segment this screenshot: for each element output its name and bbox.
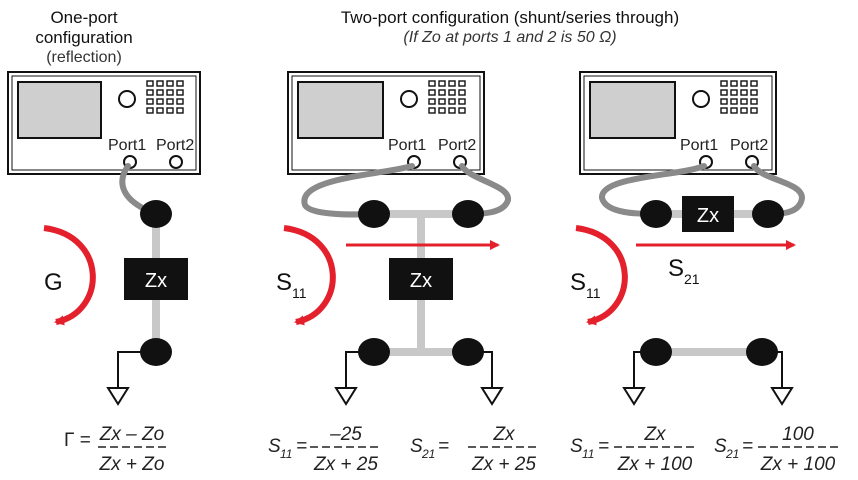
port2-label: Port2 (730, 137, 768, 154)
one-port-title: One-port configuration (35, 8, 133, 47)
ground-symbol (334, 351, 374, 406)
dut-box (389, 258, 453, 300)
formula-denominator: Zx + 25 (313, 454, 378, 475)
network-analyzer: Port1 Port2 (579, 71, 777, 175)
formula-numerator: Zx (643, 424, 667, 445)
formula-numerator: Zx (492, 424, 516, 445)
reflection-arrow (575, 225, 628, 326)
reflection-label: G (44, 269, 63, 296)
formula-lhs: S (570, 436, 583, 457)
ground-symbol (762, 351, 794, 406)
node (140, 200, 172, 228)
formula-numerator: Zx – Zo (99, 424, 164, 445)
ground-symbol (468, 351, 504, 406)
dut-label: Zx (145, 270, 167, 292)
node (640, 200, 672, 228)
two-port-title: Two-port configuration (shunt/series thr… (340, 8, 680, 27)
formula-lhs: Γ = (64, 430, 91, 451)
formula-lhs: S (268, 436, 281, 457)
dut-box (682, 196, 734, 232)
formula-lhs-subscript: 11 (582, 447, 594, 461)
equals-sign: = (598, 436, 609, 457)
formula: Γ = Zx – Zo Zx + Zo (64, 424, 168, 475)
port1-label: Port1 (680, 137, 718, 154)
dut-label: Zx (410, 270, 432, 292)
reflection-arrow (43, 225, 96, 326)
s21-subscript: 21 (684, 271, 700, 287)
network-analyzer: Port1 Port2 (287, 71, 485, 175)
formula-denominator: Zx + 100 (617, 454, 693, 475)
equals-sign: = (296, 436, 307, 457)
panel-series: Port1 Port2 Zx S 11 S 21 S 11 (570, 71, 840, 475)
node (752, 200, 784, 228)
panel-one-port: Port1 Port2 Zx G Γ = Zx – Zo Zx + Zo (7, 71, 201, 475)
two-port-header: Two-port configuration (shunt/series thr… (300, 8, 720, 48)
port1-label: Port1 (108, 137, 146, 154)
dut-box (124, 258, 188, 300)
port2-label: Port2 (156, 137, 194, 154)
formula-lhs: S (714, 436, 727, 457)
formula-numerator: 100 (782, 424, 814, 445)
cable-port1 (301, 163, 415, 218)
reflection-arrow (283, 225, 336, 326)
cable-port1 (599, 163, 707, 217)
dut-label: Zx (697, 205, 719, 227)
network-analyzer: Port1 Port2 (7, 71, 201, 175)
s21-label: S (668, 255, 684, 282)
formula-lhs-subscript: 11 (280, 447, 292, 461)
equals-sign: = (742, 436, 753, 457)
node (452, 200, 484, 228)
formula-numerator: –25 (329, 424, 362, 445)
s11-label: S (570, 269, 586, 296)
port2-label: Port2 (438, 137, 476, 154)
two-port-subtitle: (If Zo at ports 1 and 2 is 50 Ω) (403, 29, 617, 46)
formula-denominator: Zx + Zo (99, 454, 165, 475)
formula-s11: S 11 = –25 Zx + 25 (268, 424, 382, 475)
s11-label: S (276, 269, 292, 296)
formula-lhs-subscript: 21 (421, 447, 435, 461)
formula-s21: S 21 = Zx Zx + 25 (410, 424, 540, 475)
keypad-icon (428, 80, 466, 114)
formula-lhs: S (410, 436, 423, 457)
formula-denominator: Zx + 100 (760, 454, 836, 475)
ground-symbol (622, 351, 656, 406)
formula-lhs-subscript: 21 (725, 447, 739, 461)
port2-connector (169, 155, 183, 169)
keypad-icon (146, 80, 184, 114)
ground-symbol (106, 351, 156, 406)
one-port-header: One-port configuration (reflection) (0, 8, 168, 68)
one-port-subtitle: (reflection) (46, 49, 122, 66)
formula-s21: S 21 = 100 Zx + 100 (714, 424, 840, 475)
s11-subscript: 11 (586, 285, 601, 301)
panel-shunt: Port1 Port2 Zx S 11 S 11 = (268, 71, 540, 475)
port1-label: Port1 (388, 137, 426, 154)
equals-sign: = (438, 436, 449, 457)
formula-s11: S 11 = Zx Zx + 100 (570, 424, 696, 475)
node (358, 200, 390, 228)
keypad-icon (720, 80, 758, 114)
s11-subscript: 11 (292, 285, 307, 301)
formula-denominator: Zx + 25 (471, 454, 536, 475)
